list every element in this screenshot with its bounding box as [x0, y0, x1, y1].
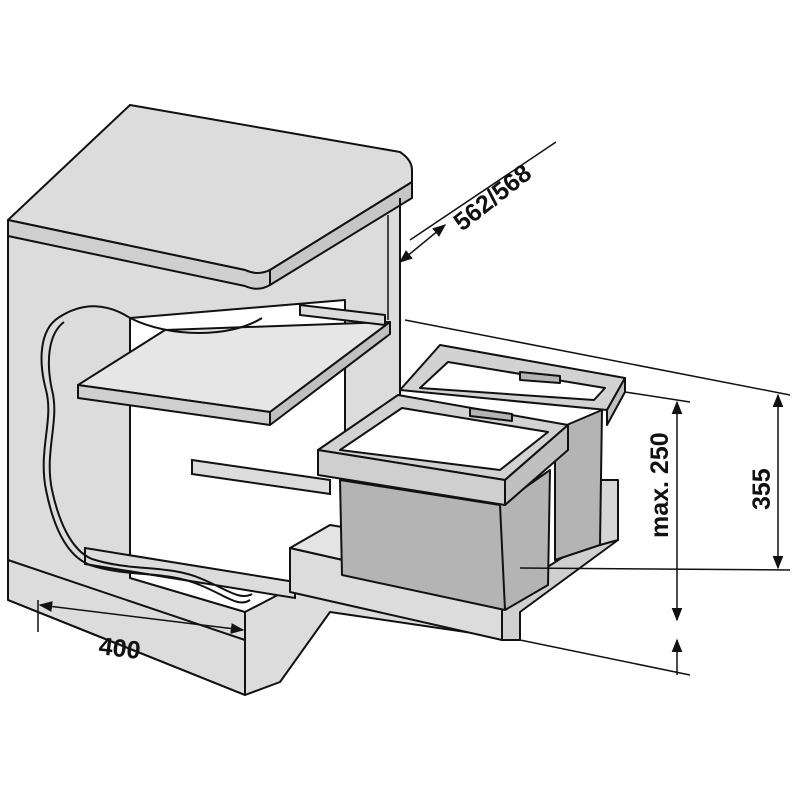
frame-back-post [599, 479, 619, 546]
height-ref-bottom-frame [519, 639, 691, 676]
width-label: 400 [97, 632, 142, 665]
drain-hose [40, 305, 263, 604]
height-ref-bottom [519, 567, 791, 571]
waste-bins [317, 344, 626, 611]
depth-label: 562/568 [448, 159, 537, 237]
bin-height-label: max. 250 [646, 432, 674, 538]
height-ref-bin-top [624, 391, 691, 403]
lower-runner-rail [84, 546, 296, 600]
height-ref-top [404, 319, 791, 396]
depth-extension-line [409, 141, 557, 241]
countertop-side-edge [269, 181, 413, 286]
dimension-lines [37, 141, 791, 690]
lower-runners [84, 458, 331, 600]
depth-arrow [398, 224, 447, 263]
pullout-shelf [77, 304, 391, 426]
total-height-label: 355 [748, 468, 776, 510]
shelf-runner [299, 304, 386, 326]
shelf-side [269, 321, 391, 426]
width-arrow [38, 601, 245, 634]
upper-runner-rail [191, 458, 331, 496]
